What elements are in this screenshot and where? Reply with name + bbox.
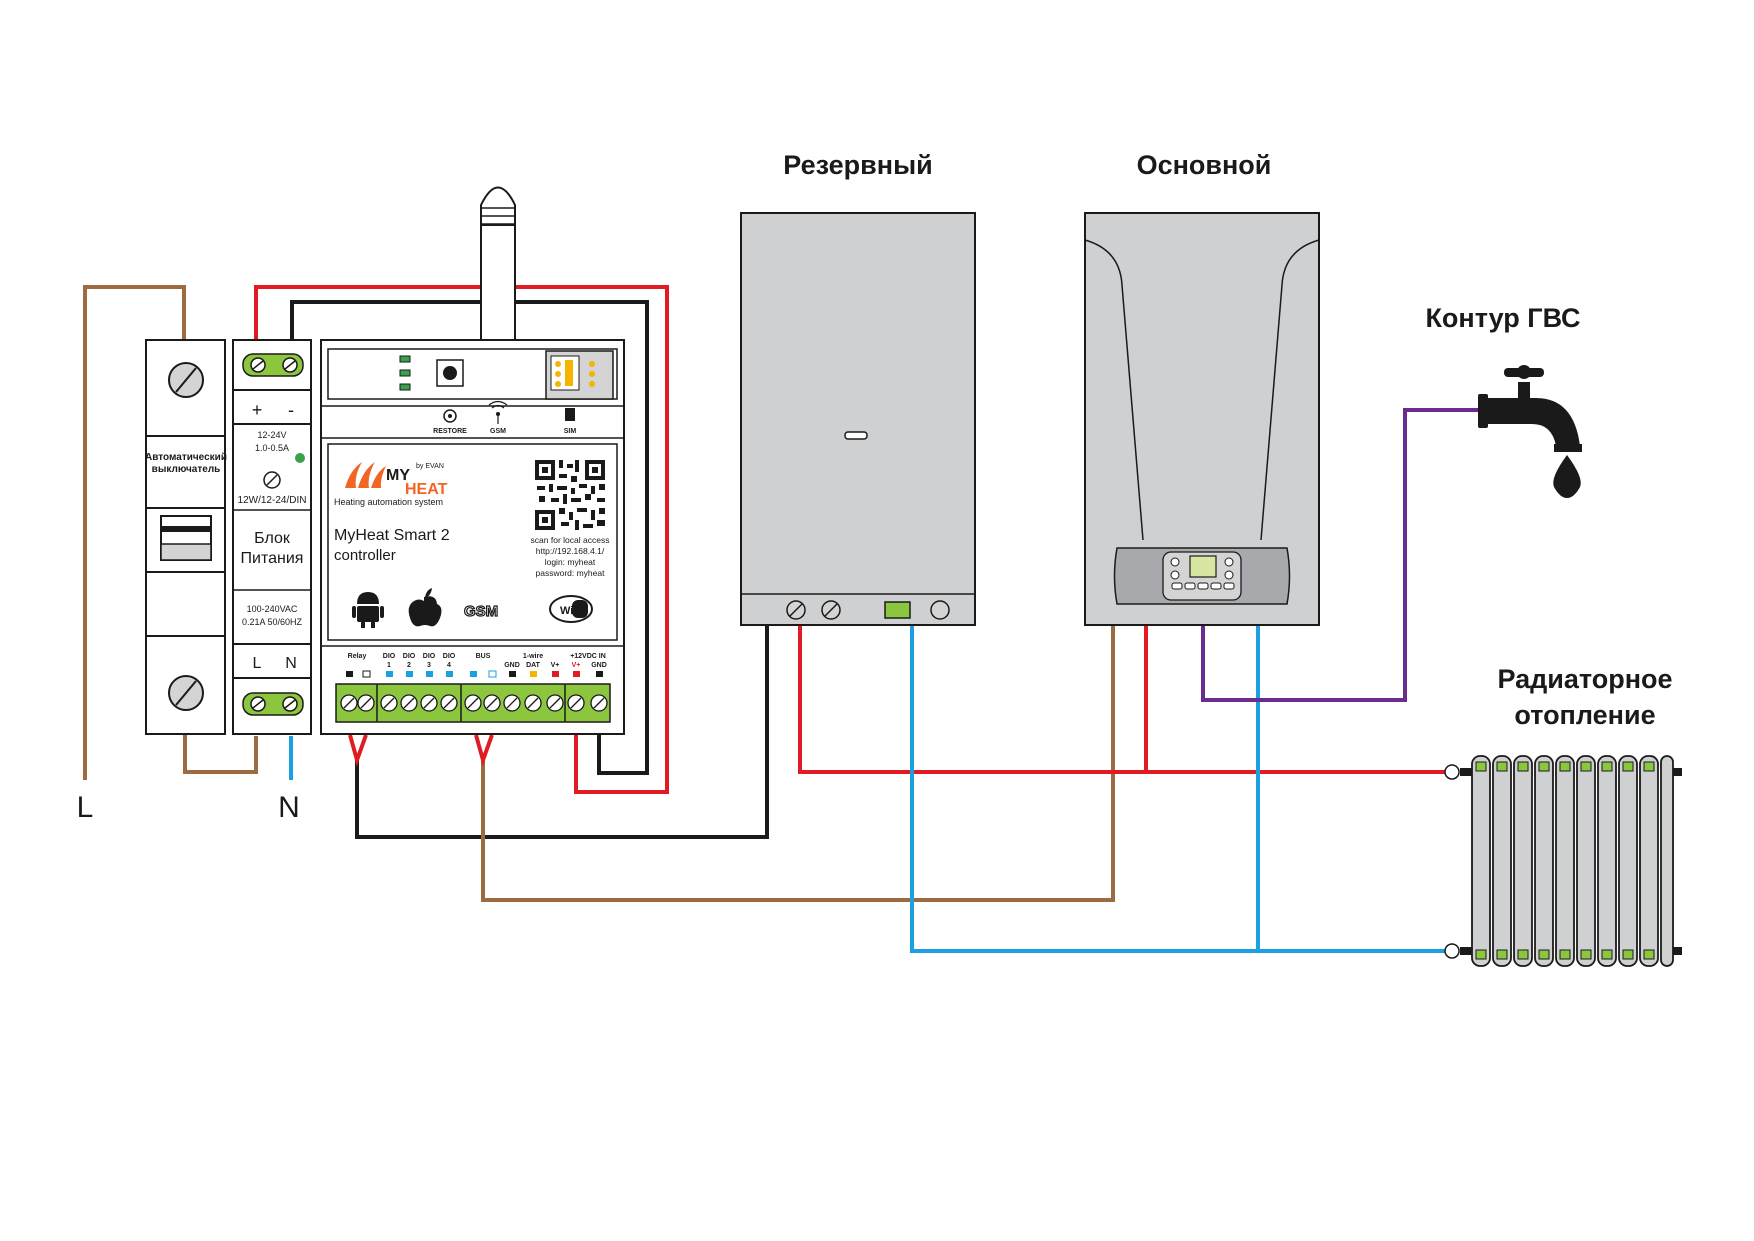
term-dat-label: DAT: [526, 662, 541, 669]
wire-psu-plus: [254, 285, 669, 794]
reserve-indicator-icon: [844, 431, 868, 440]
wire-relay-fork: [348, 734, 368, 767]
psu-minus-label: -: [288, 400, 294, 420]
psu-ac-input: 100-240VAC: [247, 604, 298, 614]
wifi-logo-icon: [549, 595, 593, 623]
port-icons: [346, 670, 603, 678]
label-boiler-main: Основной: [1137, 150, 1272, 180]
term-relay-label: Relay: [348, 653, 367, 660]
term-dio-2-num: 2: [407, 662, 411, 669]
term-vplus-label: V+: [551, 662, 560, 669]
gsm-signal-icon: [488, 400, 508, 424]
myheat-flame-logo-icon: [345, 462, 386, 488]
wire-relay-reserve: [355, 625, 769, 839]
brand-my: MY: [386, 467, 410, 484]
boiler-reserve: [740, 212, 976, 626]
circuit-breaker: Автоматический выключатель: [145, 339, 227, 735]
psu-ac-current: 0.21A 50/60HZ: [242, 617, 303, 627]
label-radiator-1: Радиаторное: [1497, 664, 1672, 694]
boiler-main: [1084, 212, 1320, 626]
gsm-logo: GSM: [464, 603, 498, 620]
pipe-return-reserve: [910, 625, 1459, 953]
wire-breaker-psu-l: [183, 726, 258, 774]
wire-bus-main: [481, 625, 1115, 902]
psu-title-1: Блок: [254, 530, 291, 547]
apple-icon: [408, 588, 442, 627]
psu-title-2: Питания: [241, 550, 304, 567]
label-phase-l: L: [77, 791, 94, 824]
breaker-label-2: выключатель: [152, 464, 221, 475]
sim-label: SIM: [564, 428, 577, 435]
scan-text-4: password: myheat: [536, 568, 606, 578]
product-name-1: MyHeat Smart 2: [334, 527, 450, 544]
water-drop-icon: [1553, 455, 1581, 498]
brand-heat: HEAT: [405, 481, 448, 498]
scan-text-1: scan for local access: [531, 535, 610, 545]
reserve-knob-icon: [930, 600, 950, 620]
term-dio-4-label: DIO: [443, 653, 456, 660]
psu-plus-label: +: [252, 400, 263, 420]
term-gnd2-label: GND: [591, 662, 607, 669]
pipe-supply-reserve: [798, 625, 1459, 774]
scan-text-3: login: myheat: [545, 557, 596, 567]
radiator-sections: [1471, 755, 1674, 967]
scan-text-2: http://192.168.4.1/: [536, 546, 605, 556]
psu-model: 12W/12-24/DIN: [238, 495, 307, 506]
breaker-label-1: Автоматический: [145, 452, 227, 463]
led-2-icon: [399, 369, 411, 377]
wire-phase-l: [83, 285, 186, 780]
label-dhw: Контур ГВС: [1425, 303, 1580, 333]
term-dio-4-num: 4: [447, 662, 451, 669]
label-neutral-n: N: [278, 791, 300, 824]
sim-icon: [565, 408, 575, 421]
psu-n-label: N: [285, 655, 297, 672]
controller: RESTORE GSM SIM MY by EVAN HEAT Heating …: [320, 339, 625, 735]
restore-icon: [443, 409, 457, 423]
pipe-dhw: [1201, 408, 1478, 702]
main-control-panel: [1113, 547, 1291, 605]
term-dio-3-label: DIO: [423, 653, 436, 660]
term-dio-3-num: 3: [427, 662, 431, 669]
brand-by: by EVAN: [416, 463, 444, 470]
main-display-icon: [1189, 555, 1217, 578]
brand-tagline: Heating automation system: [334, 497, 443, 507]
psu-voltage: 12-24V: [257, 430, 286, 440]
power-supply: + - 12-24V 1.0-0.5A 12W/12-24/DIN Блок П…: [232, 339, 312, 735]
term-1wire-label: 1-wire: [523, 653, 543, 660]
psu-led-icon: [295, 453, 305, 463]
term-dio-1-label: DIO: [383, 653, 396, 660]
term-dio-2-label: DIO: [403, 653, 416, 660]
psu-current: 1.0-0.5A: [255, 443, 289, 453]
android-icon: [352, 592, 384, 628]
gsm-label: GSM: [490, 428, 506, 435]
product-name-2: controller: [334, 547, 396, 564]
term-gnd-label: GND: [504, 662, 520, 669]
term-dio-1-num: 1: [387, 662, 391, 669]
terminal-block: [335, 683, 611, 723]
label-boiler-reserve: Резервный: [783, 150, 933, 180]
qr-code-icon: [535, 460, 605, 530]
wire-bus-fork: [474, 734, 494, 767]
wires: [83, 285, 1478, 953]
term-bus-label: BUS: [476, 653, 491, 660]
term-vplus2-label: V+: [572, 662, 581, 669]
restore-label: RESTORE: [433, 428, 467, 435]
wifi-logo-text: WiFi: [560, 605, 583, 617]
radiator-icon: [1444, 755, 1682, 967]
water-tap-icon: [1478, 365, 1582, 498]
label-radiator-2: отопление: [1514, 700, 1655, 730]
reserve-terminal-icon: [884, 601, 911, 619]
term-12vdc-label: +12VDC IN: [570, 653, 606, 660]
psu-l-label: L: [253, 655, 262, 672]
led-3-icon: [399, 383, 411, 391]
wire-psu-minus: [290, 300, 649, 775]
led-1-icon: [399, 355, 411, 363]
